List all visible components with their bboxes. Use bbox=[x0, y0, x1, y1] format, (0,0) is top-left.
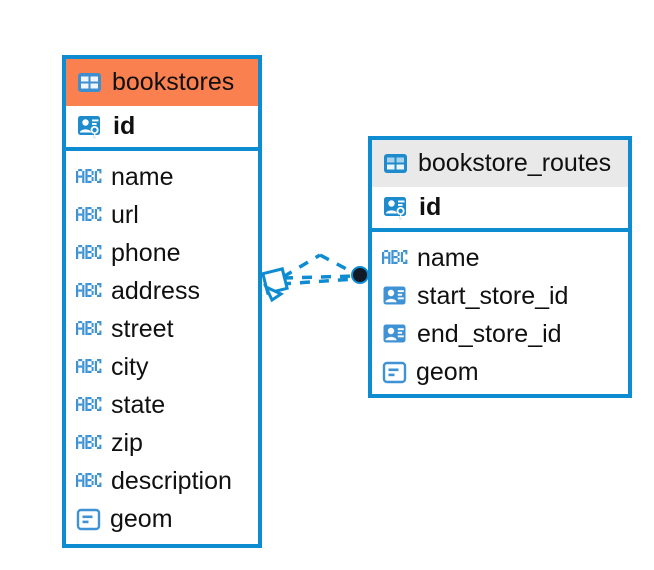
field-row-address[interactable]: address bbox=[66, 272, 258, 310]
relationship-line-lower bbox=[282, 274, 357, 280]
text-type-icon bbox=[76, 435, 102, 451]
field-list-bookstore-routes: name start_store_id bbox=[372, 232, 628, 400]
field-row-start-store-id[interactable]: start_store_id bbox=[372, 277, 628, 315]
field-label: street bbox=[111, 314, 174, 343]
relationship-line-middle bbox=[280, 277, 356, 286]
text-type-icon bbox=[76, 283, 102, 299]
entity-title-bookstore-routes: bookstore_routes bbox=[418, 149, 612, 177]
field-label: city bbox=[111, 352, 149, 381]
field-label: start_store_id bbox=[417, 281, 569, 310]
entity-header-bookstores[interactable]: bookstores bbox=[66, 59, 258, 106]
field-label: zip bbox=[111, 428, 143, 457]
field-row-name[interactable]: name bbox=[66, 158, 258, 196]
field-row-city[interactable]: city bbox=[66, 348, 258, 386]
field-label: geom bbox=[110, 504, 173, 533]
foreign-key-icon bbox=[382, 322, 408, 346]
field-label: address bbox=[111, 276, 200, 305]
primary-key-row-bookstore-routes[interactable]: id bbox=[372, 187, 628, 232]
relationship-line-group bbox=[280, 253, 357, 286]
entity-table-bookstore-routes[interactable]: bookstore_routes id bbox=[368, 136, 632, 398]
field-row-geom[interactable]: geom bbox=[372, 353, 628, 391]
text-type-icon bbox=[76, 359, 102, 375]
field-label: name bbox=[111, 162, 174, 191]
foreign-key-icon bbox=[382, 284, 408, 308]
field-label: name bbox=[417, 243, 480, 272]
entity-table-bookstores[interactable]: bookstores id bbox=[62, 55, 262, 548]
field-row-description[interactable]: description bbox=[66, 462, 258, 500]
diamond-endpoint bbox=[261, 267, 289, 303]
text-type-icon bbox=[76, 207, 102, 223]
primary-key-icon bbox=[382, 194, 410, 222]
field-row-state[interactable]: state bbox=[66, 386, 258, 424]
field-label: phone bbox=[111, 238, 181, 267]
primary-key-row-bookstores[interactable]: id bbox=[66, 106, 258, 151]
text-type-icon bbox=[76, 397, 102, 413]
entity-header-bookstore-routes[interactable]: bookstore_routes bbox=[372, 140, 628, 187]
relationship-line-upper-b bbox=[319, 253, 357, 276]
primary-key-label-bookstore-routes: id bbox=[419, 193, 442, 221]
field-row-end-store-id[interactable]: end_store_id bbox=[372, 315, 628, 353]
table-icon bbox=[76, 69, 103, 96]
relationship-line-upper-a bbox=[282, 253, 321, 279]
text-type-icon bbox=[76, 321, 102, 337]
field-list-bookstores: name bbox=[66, 151, 258, 547]
geometry-type-icon bbox=[382, 360, 407, 385]
text-type-icon bbox=[76, 245, 102, 261]
primary-key-icon bbox=[76, 113, 104, 141]
field-row-name[interactable]: name bbox=[372, 239, 628, 277]
entity-title-bookstores: bookstores bbox=[112, 68, 235, 96]
field-label: end_store_id bbox=[417, 319, 562, 348]
field-row-url[interactable]: url bbox=[66, 196, 258, 234]
field-row-street[interactable]: street bbox=[66, 310, 258, 348]
field-label: description bbox=[111, 466, 232, 495]
field-label: state bbox=[111, 390, 166, 419]
filled-circle-endpoint bbox=[351, 266, 369, 284]
text-type-icon bbox=[76, 169, 102, 185]
text-type-icon bbox=[382, 250, 408, 266]
field-row-phone[interactable]: phone bbox=[66, 234, 258, 272]
field-row-zip[interactable]: zip bbox=[66, 424, 258, 462]
geometry-type-icon bbox=[76, 507, 101, 532]
field-label: geom bbox=[416, 357, 479, 386]
table-icon bbox=[382, 150, 409, 177]
text-type-icon bbox=[76, 473, 102, 489]
field-row-geom[interactable]: geom bbox=[66, 500, 258, 538]
field-label: url bbox=[111, 200, 139, 229]
primary-key-label-bookstores: id bbox=[113, 112, 136, 140]
